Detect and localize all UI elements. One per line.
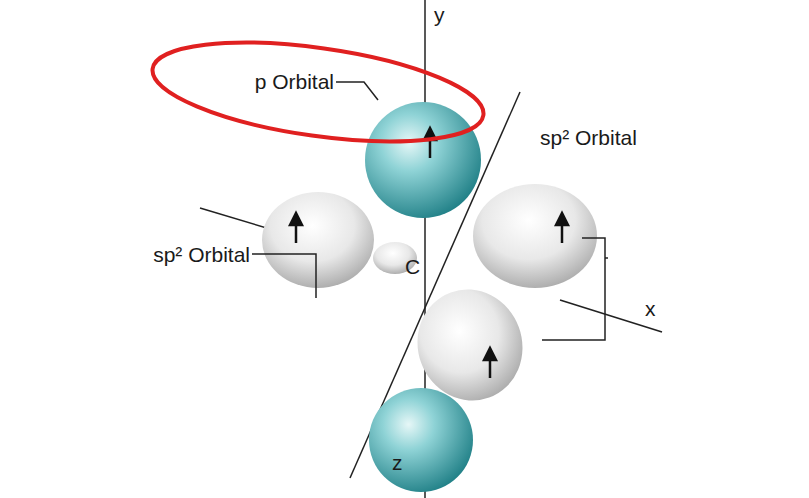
axis-label: y xyxy=(434,4,445,25)
atom-label: C xyxy=(405,256,420,277)
orbital-label: sp² Orbital xyxy=(540,127,637,148)
axis-label: z xyxy=(392,452,403,473)
orbital-label: sp² Orbital xyxy=(153,244,250,265)
orbital-label: p Orbital xyxy=(255,71,334,92)
axis-label: x xyxy=(645,298,656,319)
